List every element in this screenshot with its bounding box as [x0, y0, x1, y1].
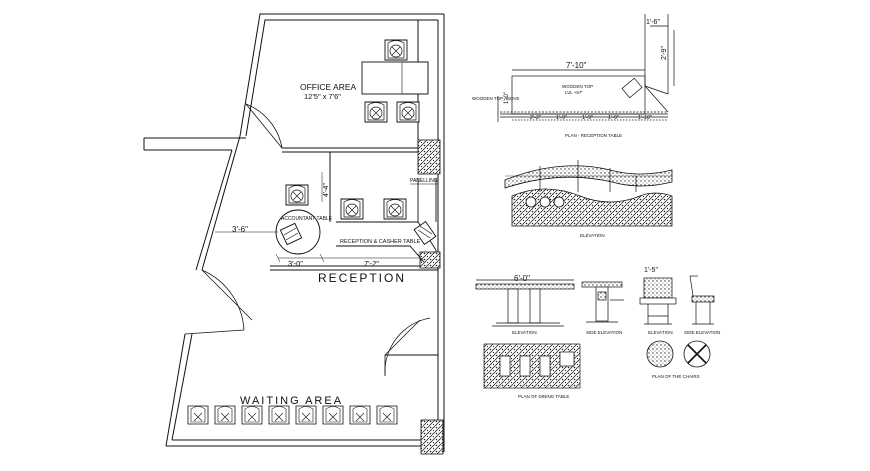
- chair-elevation-caption: ELEVATION: [648, 330, 673, 335]
- dining-side-caption: SIDE ELEVATION: [586, 330, 622, 335]
- rtp-dim-a: 2'-2": [530, 115, 541, 121]
- reception-table-elevation: [504, 160, 673, 227]
- office-desk: [361, 39, 429, 123]
- rtp-dim-e: 1'-10": [638, 115, 652, 121]
- rtp-caption: PLAN - RECEPTION TABLE: [565, 133, 622, 138]
- chair-side-elevation: [689, 275, 715, 325]
- rtp-wooden-top-level: LVL +57": [565, 90, 583, 95]
- rtp-dim-1-0: 1'-0": [504, 92, 510, 104]
- chair-elevation: [639, 277, 677, 325]
- accountant-table: [275, 209, 321, 255]
- office-chair-1: [384, 39, 408, 61]
- column-top: [417, 139, 441, 175]
- rtp-wooden-top: WOODEN TOP: [562, 84, 593, 89]
- rte-caption: ELEVATION: [580, 233, 605, 238]
- chair-plan: [646, 340, 711, 368]
- accountant-table-label: ACCOUNTANT TABLE: [281, 216, 333, 222]
- reception-counter: [336, 178, 437, 263]
- door-entry: [184, 269, 253, 335]
- rtp-dim-d: 1'-9": [608, 115, 619, 121]
- rtp-dim-1-6: 1'-6": [646, 19, 660, 26]
- panelling-label: PANELLING: [410, 178, 438, 184]
- plan-dimensions: [215, 172, 423, 263]
- office-area-size: 12'5" x 7'6": [304, 92, 341, 101]
- dim-4-4: 4'-4": [323, 183, 330, 197]
- office-chair-3: [396, 101, 420, 123]
- waiting-chairs: [187, 405, 398, 425]
- dining-side-elevation: [581, 281, 624, 323]
- waiting-area-title: WAITING AREA: [240, 395, 343, 407]
- dining-elevation-caption: ELEVATION: [512, 330, 537, 335]
- rtp-dim-2-9: 2'-9": [661, 46, 668, 60]
- door-waiting: [384, 317, 431, 376]
- column-mid: [419, 251, 441, 269]
- walls: [143, 13, 445, 452]
- column-bottom: [420, 419, 444, 455]
- dining-plan: [483, 343, 581, 389]
- dim-3-6: 3'-6": [232, 225, 248, 234]
- chair-dim-1-5: 1'-5": [644, 267, 658, 274]
- chair-side-caption: SIDE ELEVATION: [684, 330, 720, 335]
- door-office: [245, 103, 283, 149]
- rtp-wooden-top-above: WOODEN TOP ABOVE: [472, 96, 520, 101]
- office-area-title: OFFICE AREA: [300, 82, 357, 92]
- office-chair-2: [364, 101, 388, 123]
- reception-table-plan: [497, 14, 675, 122]
- dining-width-dim: 6'-0": [514, 274, 530, 283]
- dim-7-2: 7'-2": [364, 259, 379, 268]
- rtp-dim-b: 1'-9": [556, 115, 567, 121]
- chair-plan-caption: PLAN OF THE CHAIRS: [652, 374, 700, 379]
- dining-elevation: [475, 279, 575, 327]
- reception-casher-label: RECEPTION & CASHER TABLE: [340, 239, 421, 245]
- rtp-dim-7-10: 7'-10": [566, 61, 587, 70]
- rtp-dim-c: 1'-9": [582, 115, 593, 121]
- dim-3-0: 3'-0": [288, 259, 303, 268]
- reception-title: RECEPTION: [318, 271, 406, 285]
- dining-plan-caption: PLAN OF DINING TABLE: [518, 394, 569, 399]
- floor-plan: OFFICE AREA 12'5" x 7'6" ACCOUNTANT TABL…: [143, 13, 445, 455]
